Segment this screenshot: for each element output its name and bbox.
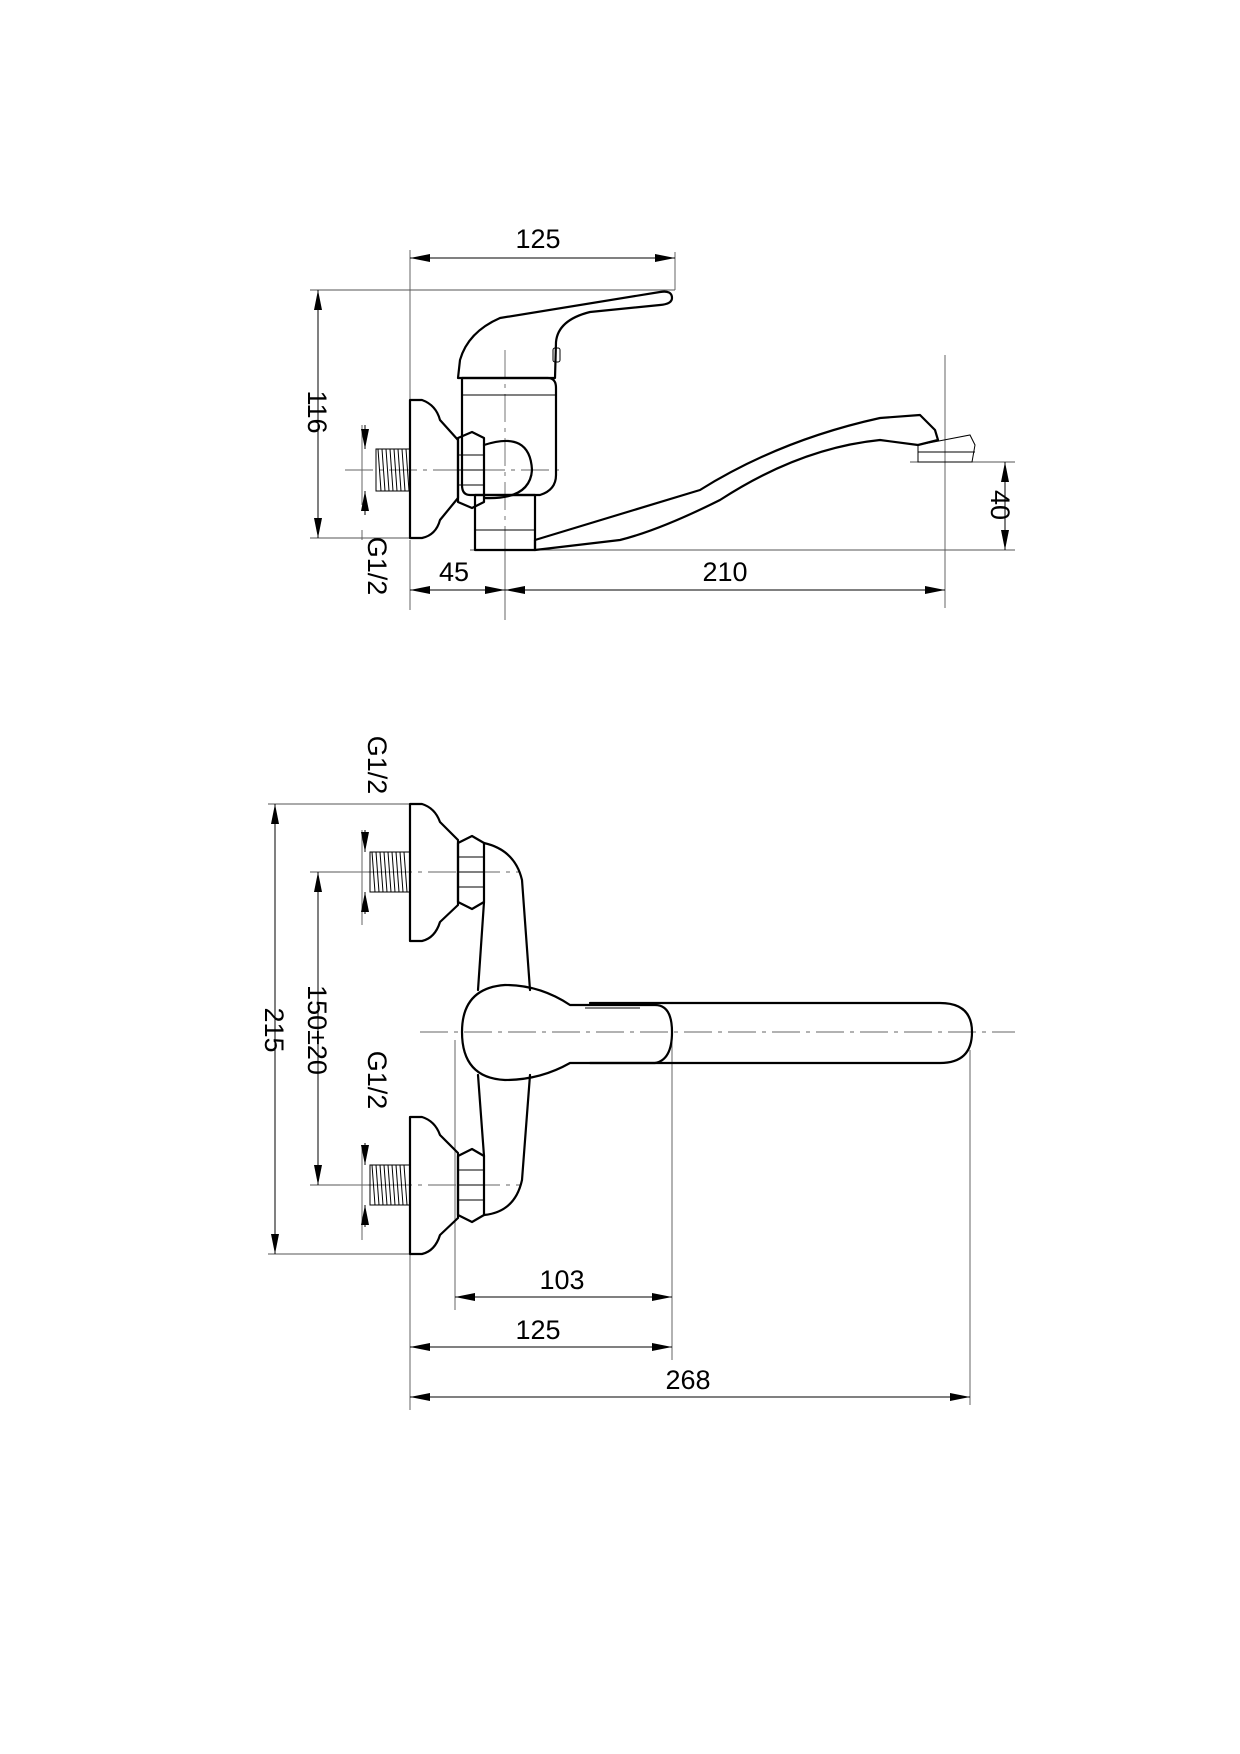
dim-offset-left: 45 (439, 557, 469, 587)
top-lever-handle (460, 983, 674, 1082)
dim-reach: 210 (702, 557, 747, 587)
top-threaded-pipe-lower (369, 1164, 411, 1206)
top-flange-upper (408, 802, 460, 943)
side-lever-screw (552, 347, 561, 363)
dim-thread-top: G1/2 (362, 736, 392, 795)
top-view: G1/2 G1/2 215 150±20 103 125 268 (259, 736, 1015, 1410)
side-dimension-lines (314, 254, 1009, 594)
dim-spout-height: 40 (985, 490, 1015, 520)
dim-center-distance: 150±20 (302, 985, 332, 1075)
top-threaded-pipe-upper (369, 851, 411, 893)
top-view-extension-lines (268, 803, 971, 1410)
dim-width-top: 125 (515, 224, 560, 254)
side-valve-body (460, 376, 558, 497)
side-connector (482, 439, 534, 500)
top-body-arm-lower-inner (476, 1073, 486, 1158)
side-threaded-pipe (375, 448, 411, 492)
top-body-arm-lower-outer (482, 1073, 532, 1217)
top-body-arm-upper-outer (482, 841, 532, 992)
side-aerator (917, 434, 976, 463)
side-lower-block (473, 493, 537, 552)
top-body-arm-upper-inner (476, 900, 486, 992)
side-wall-flange (408, 398, 460, 540)
side-spout (533, 413, 940, 552)
side-view: 125 116 40 45 210 G1/2 (302, 224, 1015, 620)
dim-thread-bottom: G1/2 (362, 1051, 392, 1110)
dim-total-length: 268 (665, 1365, 710, 1395)
dim-lever-offset: 103 (539, 1265, 584, 1295)
dim-total-height: 215 (259, 1007, 289, 1052)
dim-body-length: 125 (515, 1315, 560, 1345)
top-spout (588, 1001, 974, 1065)
side-view-extension-lines (310, 250, 1015, 620)
side-lever-handle (456, 290, 674, 380)
top-dimension-lines (271, 804, 970, 1401)
top-flange-lower (408, 1115, 460, 1256)
dim-height-left: 116 (302, 390, 332, 433)
dim-thread-side: G1/2 (362, 537, 392, 596)
side-hex-nut (456, 430, 486, 510)
